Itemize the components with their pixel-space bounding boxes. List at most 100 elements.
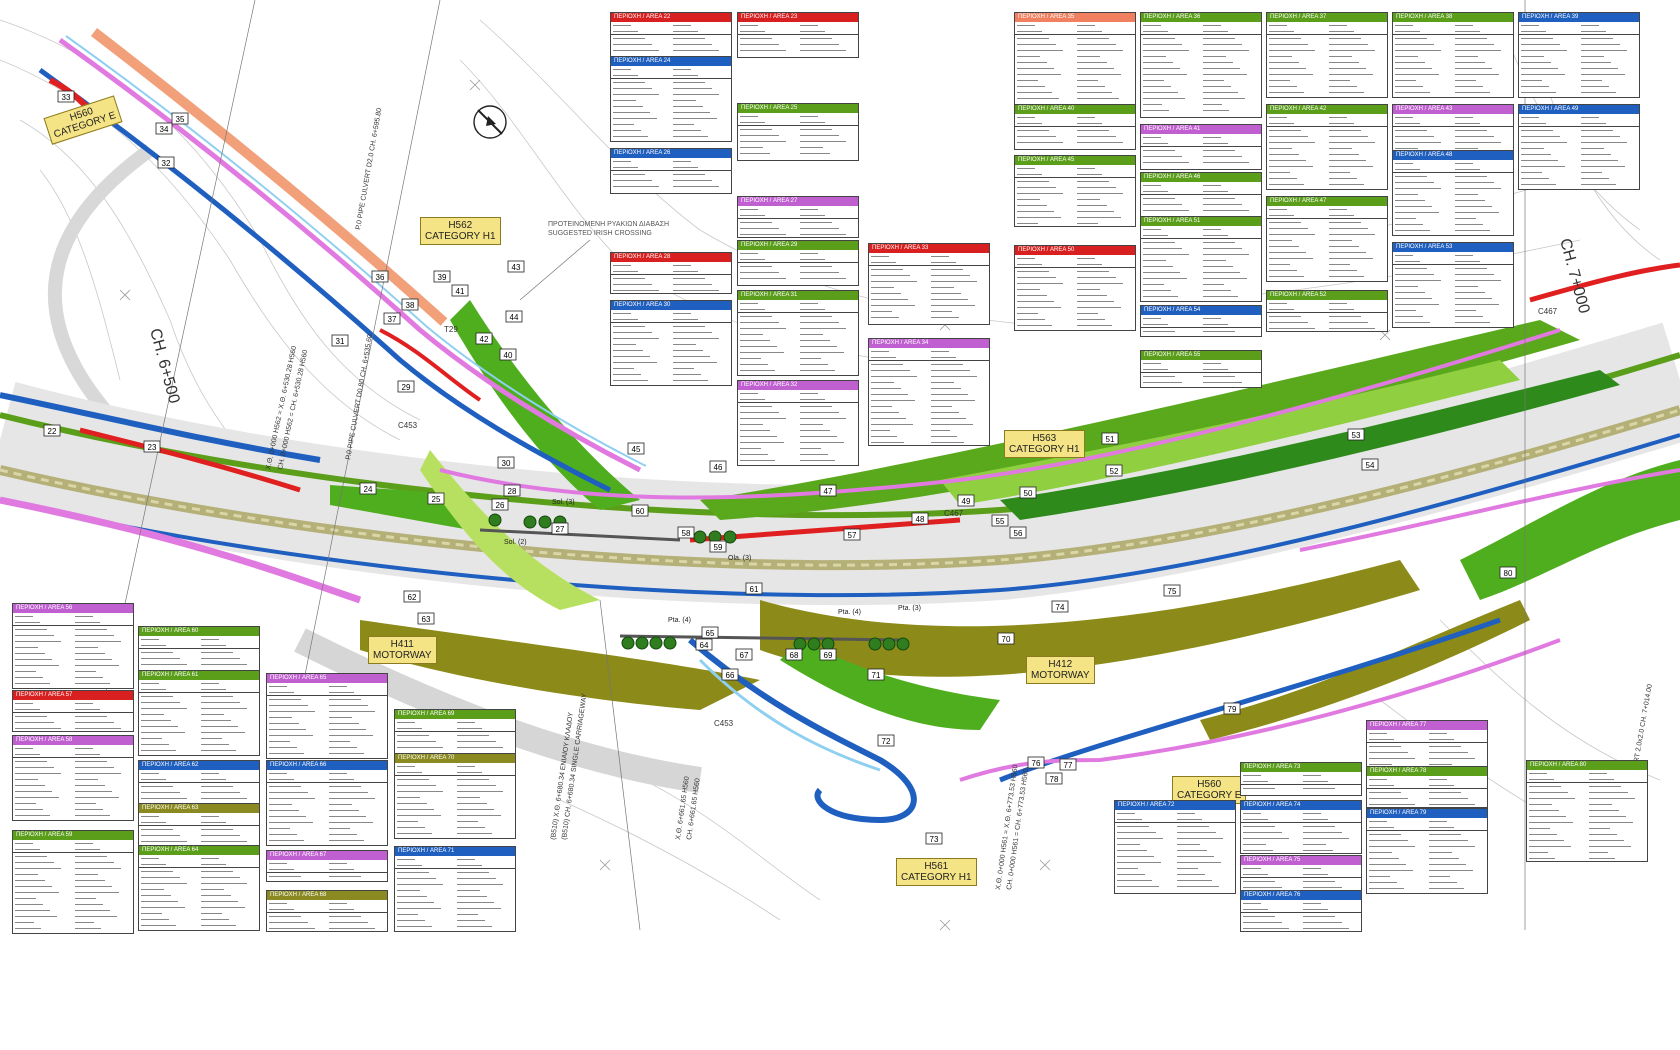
- schedule-row: [1141, 226, 1261, 232]
- area-number: 31: [336, 337, 345, 346]
- schedule-row: [1527, 813, 1647, 819]
- area-tag-box: [155, 122, 173, 135]
- bridge-decks: [479, 528, 901, 642]
- schedule-row: [869, 308, 989, 314]
- schedule-row: [1393, 258, 1513, 265]
- schedule-row: [1367, 776, 1487, 782]
- schedule-row: [139, 898, 259, 904]
- schedule-table-title: ΠΕΡΙΟΧΗ / AREA 72: [1115, 801, 1235, 810]
- schedule-row: [1367, 849, 1487, 855]
- schedule-row: [395, 732, 515, 738]
- schedule-row: [139, 723, 259, 729]
- schedule-row: [267, 714, 387, 720]
- schedule-row: [738, 349, 858, 355]
- schedule-row: [1527, 801, 1647, 807]
- area-tag-box: [991, 514, 1009, 527]
- schedule-row: [395, 875, 515, 881]
- schedule-row: [13, 758, 133, 764]
- schedule-row: [1115, 816, 1235, 823]
- schedule-row: [1393, 133, 1513, 139]
- schedule-row: [1393, 114, 1513, 120]
- schedule-row: [1141, 188, 1261, 195]
- schedule-row: [1241, 865, 1361, 871]
- callout-code: H412: [1048, 659, 1073, 670]
- schedule-row: [1519, 41, 1639, 47]
- schedule-row: [395, 923, 515, 929]
- area-number: 51: [1106, 435, 1115, 444]
- schedule-row: [139, 813, 259, 819]
- schedule-row: [1015, 255, 1135, 261]
- area-number: 36: [376, 273, 385, 282]
- schedule-row: [1141, 134, 1261, 140]
- schedule-table-title: ΠΕΡΙΟΧΗ / AREA 68: [267, 891, 387, 900]
- schedule-row: [139, 699, 259, 705]
- schedule-row: [1527, 819, 1647, 825]
- area-number: 64: [700, 641, 709, 650]
- schedule-row: [1367, 824, 1487, 831]
- area-tag-box: [503, 484, 521, 497]
- area-tag-box: [785, 648, 803, 661]
- schedule-row: [13, 853, 133, 859]
- schedule-row: [1267, 41, 1387, 47]
- structure-label: Pta. (4): [838, 609, 861, 616]
- schedule-row: [1015, 310, 1135, 316]
- schedule-row: [1393, 28, 1513, 35]
- schedule-row: [13, 925, 133, 931]
- schedule-row: [1115, 810, 1235, 816]
- area-number: 39: [438, 273, 447, 282]
- schedule-row: [13, 776, 133, 782]
- schedule-row: [1115, 859, 1235, 865]
- schedule-row: [1015, 196, 1135, 202]
- schedule-row: [1267, 325, 1387, 331]
- schedule-row: [611, 341, 731, 347]
- schedule-row: [611, 335, 731, 341]
- area-number: 53: [1352, 431, 1361, 440]
- schedule-row: [1141, 107, 1261, 113]
- area-tag-box: [451, 284, 469, 297]
- schedule-row: [1141, 232, 1261, 239]
- schedule-row: [1367, 873, 1487, 879]
- schedule-row: [1393, 319, 1513, 325]
- schedule-table-title: ΠΕΡΙΟΧΗ / AREA 40: [1015, 105, 1135, 114]
- schedule-row: [611, 121, 731, 127]
- schedule-row: [395, 725, 515, 732]
- schedule-row: [738, 300, 858, 306]
- schedule-row: [1393, 65, 1513, 71]
- schedule-row: [139, 832, 259, 838]
- schedule-row: [611, 133, 731, 139]
- callout-h563: H563 CATEGORY H1: [1004, 430, 1085, 458]
- schedule-row: [139, 783, 259, 789]
- schedule-row: [13, 680, 133, 686]
- schedule-row: [1393, 160, 1513, 166]
- schedule-table-title: ΠΕΡΙΟΧΗ / AREA 22: [611, 13, 731, 22]
- structure-label: Ola. (3): [728, 555, 751, 562]
- schedule-row: [1393, 209, 1513, 215]
- alignment-label: P.0 PIPE CULVERT D2.0 CH. 6+595.80: [355, 107, 383, 230]
- schedule-row: [267, 683, 387, 689]
- area-number: 52: [1110, 467, 1119, 476]
- schedule-row: [1367, 755, 1487, 761]
- schedule-row: [1393, 47, 1513, 53]
- schedule-table: ΠΕΡΙΟΧΗ / AREA 39: [1518, 12, 1640, 98]
- callout-category: MOTORWAY: [1031, 670, 1090, 681]
- schedule-table: ΠΕΡΙΟΧΗ / AREA 68: [266, 890, 388, 932]
- schedule-table-title: ΠΕΡΙΟΧΗ / AREA 25: [738, 104, 858, 113]
- schedule-table: ΠΕΡΙΟΧΗ / AREA 74: [1240, 800, 1362, 854]
- schedule-table-title: ΠΕΡΙΟΧΗ / AREA 50: [1015, 246, 1135, 255]
- area-number: 54: [1366, 461, 1375, 470]
- schedule-table-title: ΠΕΡΙΟΧΗ / AREA 63: [139, 804, 259, 813]
- callout-category: CATEGORY H1: [1009, 444, 1080, 455]
- schedule-row: [1141, 59, 1261, 65]
- area-tag-box: [631, 504, 649, 517]
- schedule-row: [611, 115, 731, 121]
- schedule-row: [738, 256, 858, 263]
- callout-code: H411: [390, 639, 414, 650]
- schedule-row: [738, 433, 858, 439]
- schedule-row: [1141, 257, 1261, 263]
- area-number: 24: [364, 485, 373, 494]
- schedule-row: [869, 302, 989, 308]
- area-tag-box: [1045, 772, 1063, 785]
- schedule-row: [869, 314, 989, 320]
- area-tag-box: [1059, 758, 1077, 771]
- schedule-row: [1141, 328, 1261, 334]
